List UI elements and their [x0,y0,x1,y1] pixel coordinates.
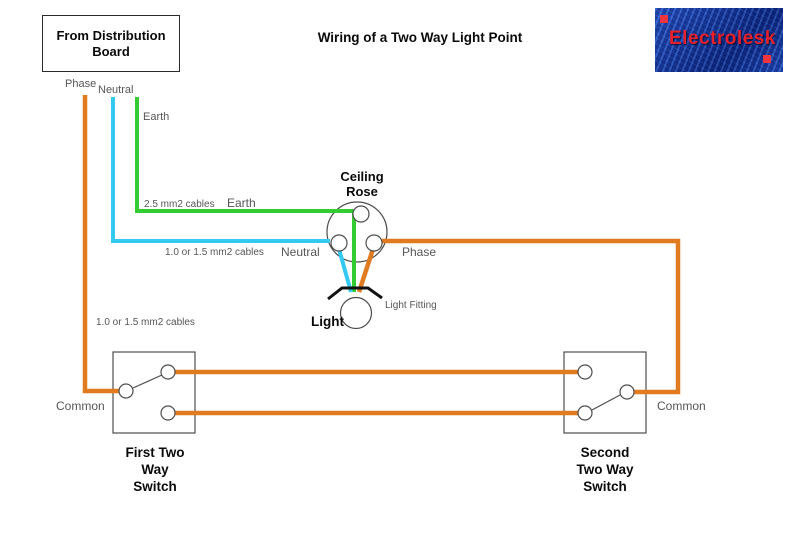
first-switch-label: First Two Way Switch [125,445,185,494]
earth-top-label: Earth [143,111,170,123]
second-switch-common-terminal [619,384,635,400]
light-bulb-circle [339,296,373,330]
phase-mid-label: Phase [402,245,437,259]
second-switch-bottom-terminal [577,405,593,421]
phase-drop-wire [356,248,376,293]
first-switch-blade [132,374,163,389]
light-label: Light [311,314,344,329]
second-switch-label: Second Two Way Switch [576,445,634,494]
electrolesk-logo: Electrolesk [655,8,783,72]
first-switch-common-terminal [118,383,134,399]
second-switch-top-terminal [577,364,593,380]
neutral-drop-wire [337,248,353,293]
logo-square-top-left [660,15,668,23]
cable-1-5-mid-label: 1.0 or 1.5 mm2 cables [165,247,264,258]
phase-feed-wire [82,95,119,394]
page-title: Wiring of a Two Way Light Point [317,30,523,45]
distribution-board-box: From Distribution Board [42,15,180,72]
ceiling-rose-label: Ceiling Rose [340,169,384,199]
second-switch-blade [591,394,621,411]
neutral-mid-label: Neutral [281,245,320,259]
cable-1-5-left-label: 1.0 or 1.5 mm2 cables [96,317,195,328]
common-left-label: Common [56,399,105,413]
phase-top-label: Phase [65,78,97,90]
first-switch-bottom-terminal [160,405,176,421]
cable-2-5-label: 2.5 mm2 cables [144,199,215,210]
neutral-top-label: Neutral [98,84,134,96]
first-switch-top-terminal [160,364,176,380]
logo-text: Electrolesk [669,28,776,49]
phase-return-wire [382,238,681,395]
light-fitting-bracket [327,286,383,301]
rose-terminal-phase [365,234,383,252]
light-fitting-label: Light Fitting [385,300,437,311]
earth-wire [135,97,356,292]
earth-mid-label: Earth [227,196,256,210]
rose-terminal-neutral [330,234,348,252]
logo-square-bottom-right [763,55,771,63]
rose-terminal-earth [352,205,370,223]
neutral-wire [111,97,330,243]
common-right-label: Common [657,399,706,413]
